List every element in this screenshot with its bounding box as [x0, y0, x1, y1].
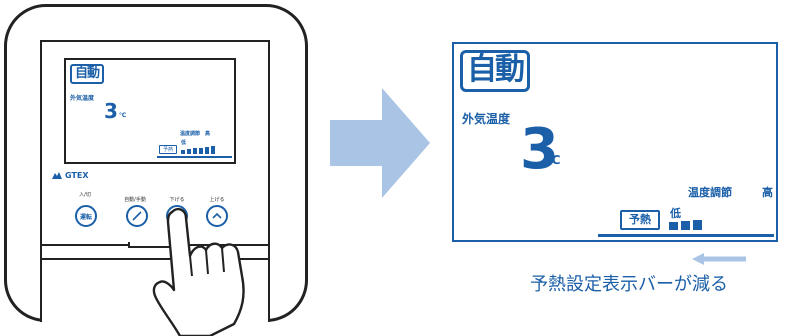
- preheat-bar-segment: [669, 222, 678, 230]
- brand-logo-icon: [52, 172, 62, 179]
- device-divider-lower: [42, 258, 268, 260]
- display-low-label: 低: [670, 207, 681, 220]
- preheat-bar-segment: [693, 220, 702, 230]
- preheat-bar-segment: [211, 146, 215, 154]
- arrow-left-icon: [692, 253, 746, 265]
- device-preheat-underline: [157, 156, 232, 158]
- device-mode-indicator: 自動: [70, 64, 104, 84]
- device-preheat-badge: 予熱: [159, 145, 177, 154]
- hand-pointer-icon: [152, 207, 245, 336]
- slash-icon: [132, 211, 142, 221]
- display-preheat-underline: [598, 234, 774, 237]
- preheat-bar-segment: [205, 146, 209, 154]
- power-button-label: 入/切: [79, 192, 91, 198]
- device-temp-unit: ℃: [119, 112, 127, 119]
- display-outdoor-temp-value: 3: [520, 117, 559, 182]
- run-button[interactable]: 運転: [75, 205, 97, 227]
- preheat-bar-segment: [187, 149, 191, 154]
- display-preheat-badge: 予熱: [620, 210, 660, 230]
- display-temp-adjust-label: 温度調節: [688, 186, 732, 199]
- preheat-bar-segment: [193, 148, 197, 154]
- up-button-label: 上げる: [209, 197, 225, 203]
- preheat-bar-segment: [681, 221, 690, 230]
- caption-text: 予熱設定表示バーが減る: [530, 274, 728, 295]
- preheat-bar-segment: [199, 147, 203, 154]
- display-temp-adjust-level: 高: [762, 186, 773, 199]
- device-temp-adjust-label: 温度調節 高: [180, 131, 211, 137]
- display-screen: [452, 42, 778, 242]
- brand-name: GTEX: [65, 171, 89, 180]
- display-mode-indicator: 自動: [460, 50, 530, 92]
- arrow-right-icon: [330, 88, 430, 198]
- down-button-label: 下げる: [169, 197, 185, 203]
- chevron-up-icon: [212, 212, 222, 219]
- device-outdoor-temp-value: 3: [104, 99, 118, 123]
- auto-manual-button-label: 自動/手動: [124, 197, 146, 203]
- auto-manual-button[interactable]: [126, 205, 148, 227]
- preheat-bar-segment: [181, 150, 185, 154]
- device-outdoor-temp-label: 外気温度: [70, 95, 95, 102]
- display-temp-unit: ℃: [546, 153, 561, 167]
- up-button[interactable]: [206, 205, 228, 227]
- device-lcd-screen: [64, 58, 236, 164]
- device-low-label: 低: [181, 140, 187, 146]
- display-outdoor-temp-label: 外気温度: [462, 112, 511, 126]
